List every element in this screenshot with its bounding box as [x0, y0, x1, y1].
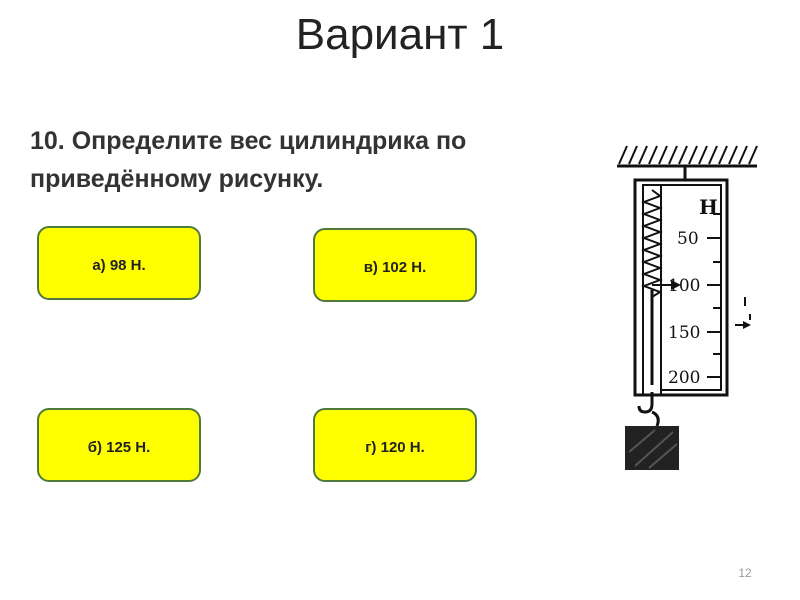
answer-g-label: г) 120 Н. [365, 439, 425, 456]
answer-b-label: б) 125 Н. [87, 439, 151, 456]
unit-label: Н [699, 195, 718, 219]
dynamometer-body [633, 178, 729, 397]
slide-title: Вариант 1 [295, 10, 505, 59]
page-number: 12 [738, 566, 752, 580]
pointer-arrow [652, 280, 751, 329]
answer-v-button[interactable]: в) 102 Н. [313, 228, 477, 302]
ceiling-hatch [617, 145, 758, 168]
scale-plate [660, 184, 722, 391]
scale-label: 50 [677, 229, 699, 249]
spring [641, 189, 663, 298]
scale-label: 100 [668, 276, 700, 296]
answer-a-label: а) 98 Н. [92, 257, 146, 274]
answer-v-label: в) 102 Н. [363, 259, 427, 276]
scale-label: 150 [668, 323, 700, 343]
hook [637, 392, 654, 414]
answer-a-button[interactable]: а) 98 Н. [37, 226, 201, 300]
answer-b-button[interactable]: б) 125 Н. [37, 408, 201, 482]
answer-g-button[interactable]: г) 120 Н. [313, 408, 477, 482]
dynamometer-figure: Н 50 100 150 200 [595, 130, 770, 485]
scale-label: 200 [668, 368, 700, 388]
question-text: 10. Определите вес цилиндрика по приведё… [30, 127, 467, 193]
